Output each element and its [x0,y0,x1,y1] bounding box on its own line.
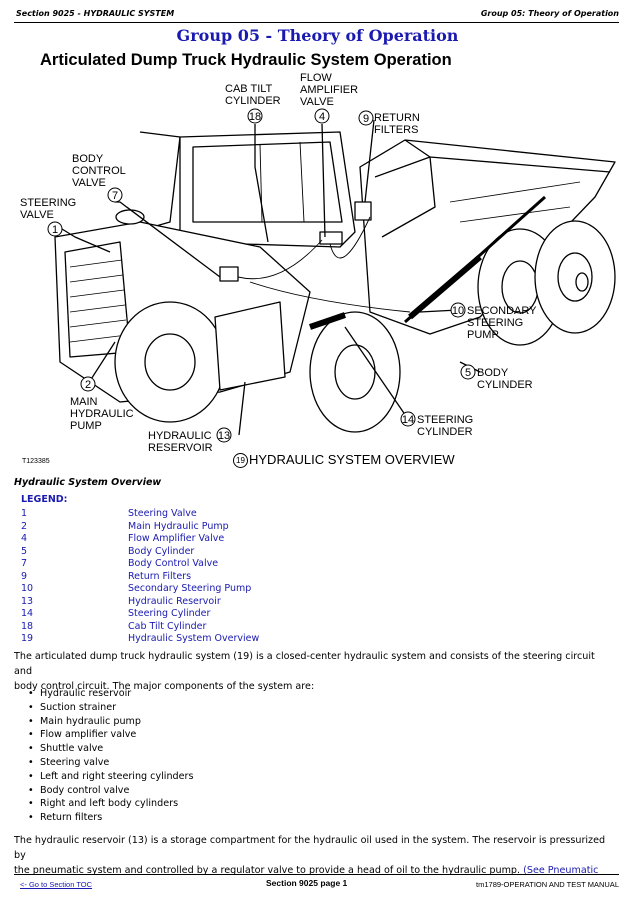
callout-label: CYLINDER [477,379,533,391]
callout-num: 2 [85,379,91,391]
callout-label: FILTERS [374,124,418,136]
callout-label: CAB TILT [225,83,273,95]
page-header: Section 9025 - HYDRAULIC SYSTEM Group 05… [14,6,619,23]
list-item: Body control valve [28,784,193,798]
list-item: Return filters [28,811,193,825]
callout-label: BODY [477,367,509,379]
callout-label: CYLINDER [417,426,473,438]
callout-label: HYDRAULIC [70,408,134,420]
footer-page: Section 9025 page 1 [266,878,348,888]
callout-label: STEERING [417,414,473,426]
see-pneumatic-link[interactable]: (See Pneumatic [523,865,599,876]
page-footer: <- Go to Section TOC Section 9025 page 1… [14,874,619,893]
list-item: Left and right steering cylinders [28,770,193,784]
callout-label: VALVE [20,209,54,221]
callout-label: RETURN [374,112,420,124]
figure-id: T123385 [22,458,50,465]
callout-label: STEERING [20,197,76,209]
section-title: Articulated Dump Truck Hydraulic System … [40,51,452,69]
list-item: Right and left body cylinders [28,797,193,811]
callout-label: SECONDARY [467,305,537,317]
footer-manual: tm1789-OPERATION AND TEST MANUAL [476,880,619,889]
callout-label: CYLINDER [225,95,281,107]
callout-num: 5 [465,367,471,379]
callout-label: MAIN [70,396,98,408]
reservoir-paragraph: The hydraulic reservoir (13) is a storag… [14,835,606,876]
hydraulic-system-figure: 18 CAB TILT CYLINDER 4 FLOW AMPLIFIER VA… [20,72,616,452]
callout-num: 18 [249,111,261,123]
components-list: Hydraulic reservoir Suction strainer Mai… [28,687,193,825]
callout-label: FLOW [300,72,332,84]
legend-title: LEGEND: [21,494,68,505]
callout-num: 10 [452,305,464,317]
callout-label: STEERING [467,317,523,329]
callout-label: PUMP [467,329,499,341]
callout-label: AMPLIFIER [300,84,358,96]
callout-label: PUMP [70,420,102,432]
list-item: Main hydraulic pump [28,715,193,729]
callout-num: 7 [112,190,118,202]
list-item: Flow amplifier valve [28,728,193,742]
callout-label: RESERVOIR [148,442,213,452]
callout-num: 14 [402,414,414,426]
callout-num: 4 [319,111,325,123]
callout-num: 9 [363,113,369,125]
list-item: Hydraulic reservoir [28,687,193,701]
caption-text: HYDRAULIC SYSTEM OVERVIEW [249,452,455,467]
callout-label: HYDRAULIC [148,430,212,442]
callout-label: BODY [72,153,104,165]
callout-label: VALVE [300,96,334,108]
list-item: Steering valve [28,756,193,770]
list-item: Shuttle valve [28,742,193,756]
callout-label: CONTROL [72,165,126,177]
caption-number: 19 [233,453,248,468]
header-group: Group 05: Theory of Operation [480,9,619,18]
callout-num: 13 [218,430,230,442]
header-section: Section 9025 - HYDRAULIC SYSTEM [16,9,175,18]
list-item: Suction strainer [28,701,193,715]
subheading: Hydraulic System Overview [14,477,162,488]
callout-label: VALVE [72,177,106,189]
go-to-toc-link[interactable]: <- Go to Section TOC [20,880,93,889]
group-title: Group 05 - Theory of Operation [176,26,459,45]
callout-num: 1 [52,224,58,236]
callout-labels: 18 CAB TILT CYLINDER 4 FLOW AMPLIFIER VA… [20,72,537,452]
